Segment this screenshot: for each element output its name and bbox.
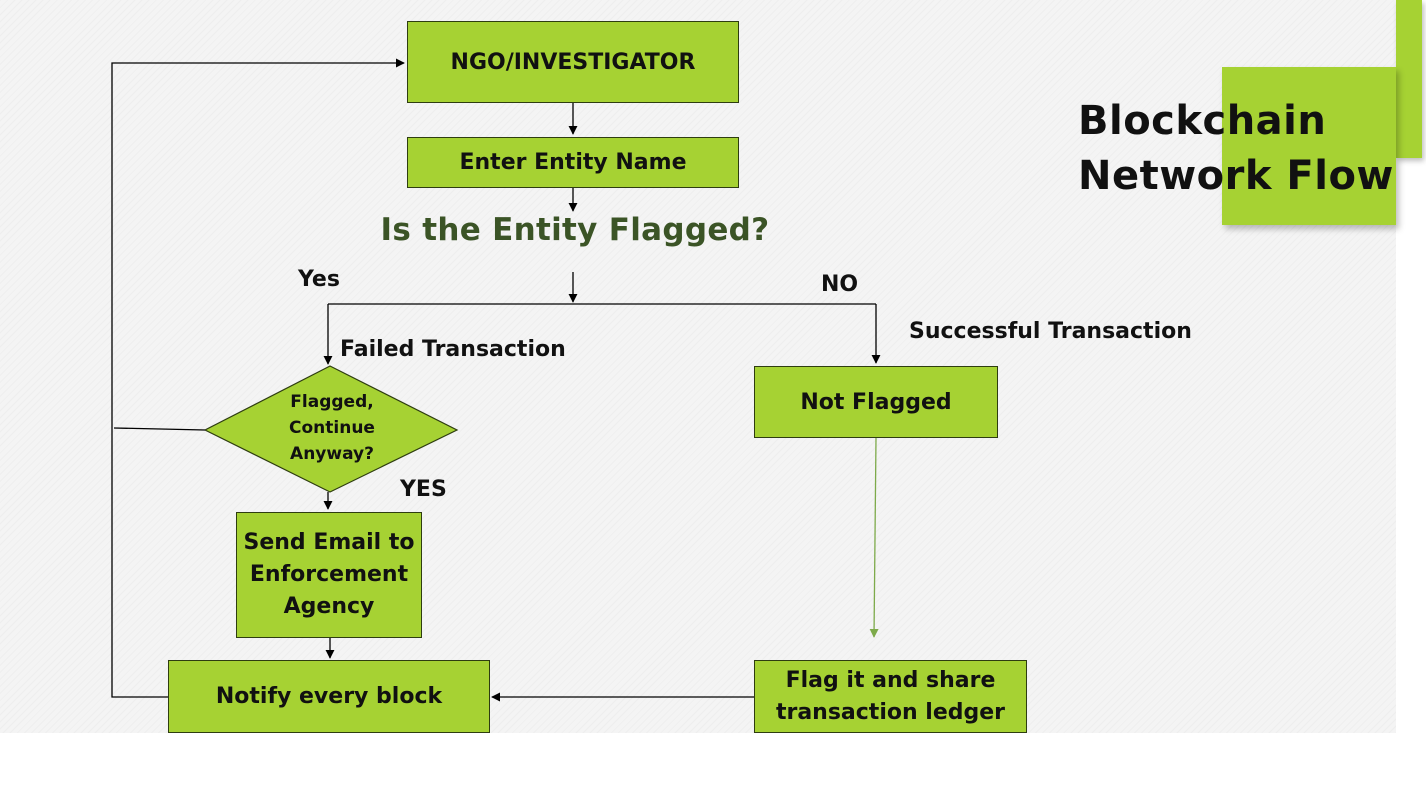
- flag-and-share-box: Flag it and share transaction ledger: [754, 660, 1027, 733]
- failed-transaction-label: Failed Transaction: [340, 337, 566, 362]
- slide-title: Blockchain Network Flow: [1078, 98, 1394, 199]
- diamond-no-connector: [113, 427, 206, 431]
- decision-diamond-shape: [203, 365, 459, 493]
- entity-flagged-question: Is the Entity Flagged?: [380, 212, 770, 248]
- slide-bottom-strip: [0, 733, 1426, 785]
- decision-diamond-text: Flagged, Continue Anyway?: [289, 392, 375, 464]
- notify-every-block-box: Notify every block: [168, 660, 490, 733]
- no-label: NO: [821, 272, 859, 297]
- decision-yes-label: YES: [400, 477, 447, 502]
- arrow-not-flagged-to-flag: [869, 437, 879, 638]
- accent-bar-decoration: [1396, 0, 1422, 158]
- ngo-investigator-box: NGO/INVESTIGATOR: [407, 21, 739, 103]
- enter-entity-name-box: Enter Entity Name: [407, 137, 739, 188]
- accent-square-decoration: [1222, 67, 1396, 225]
- yes-label: Yes: [298, 267, 340, 292]
- loop-back-connector: [111, 58, 405, 698]
- not-flagged-box: Not Flagged: [754, 366, 998, 438]
- successful-transaction-label: Successful Transaction: [909, 319, 1192, 344]
- send-email-box: Send Email to Enforcement Agency: [236, 512, 422, 638]
